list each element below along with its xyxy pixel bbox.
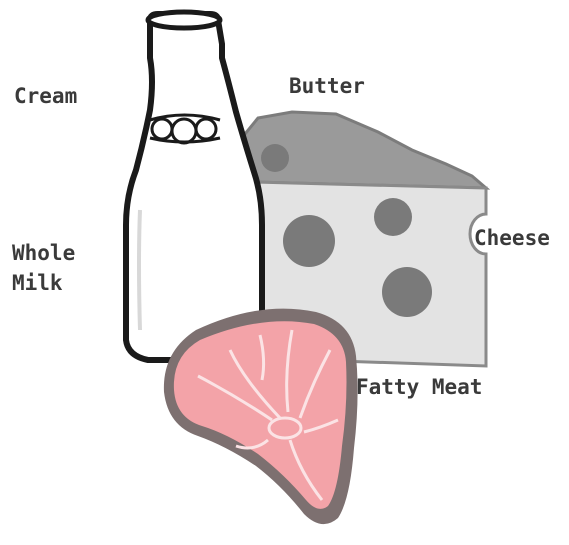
label-whole-milk-line1: Whole (12, 238, 75, 268)
cheese-top-hole (261, 144, 289, 172)
steak-icon (164, 309, 358, 525)
label-butter: Butter (289, 71, 365, 101)
label-fatty-meat: Fatty Meat (356, 372, 482, 402)
bottle-highlight (139, 210, 140, 330)
cheese-hole-bottom (382, 267, 432, 317)
milk-bottle-icon (126, 12, 262, 360)
cheese-hole-large (283, 215, 335, 267)
steak-meat (174, 321, 347, 509)
label-whole-milk: Whole Milk (12, 238, 75, 298)
label-cheese: Cheese (474, 223, 550, 253)
label-whole-milk-line2: Milk (12, 268, 75, 298)
steak-bone (269, 418, 301, 438)
bottle-cap (148, 12, 220, 28)
cheese-hole-small (374, 198, 412, 236)
label-cream: Cream (14, 81, 77, 111)
bottle-body (126, 14, 262, 360)
